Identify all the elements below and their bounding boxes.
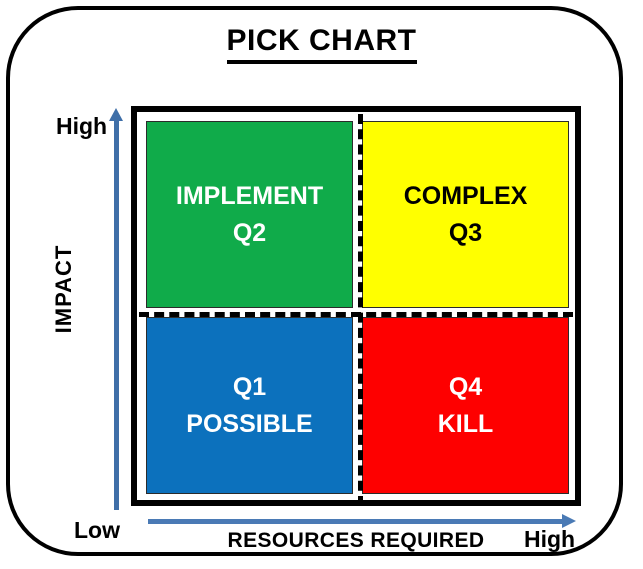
- horizontal-divider: [139, 312, 573, 317]
- quadrant-q1-line2: POSSIBLE: [186, 409, 313, 438]
- quadrant-q1-possible[interactable]: Q1 POSSIBLE: [146, 317, 353, 494]
- x-axis-title: RESOURCES REQUIRED: [227, 529, 485, 552]
- quadrant-q4-kill[interactable]: Q4 KILL: [362, 317, 569, 494]
- matrix-frame: IMPLEMENT Q2 COMPLEX Q3 Q1 POSSIBLE Q4 K…: [131, 106, 581, 506]
- y-axis-low-label: Low: [74, 517, 120, 543]
- y-axis-line: [114, 118, 119, 510]
- quadrant-q2-implement[interactable]: IMPLEMENT Q2: [146, 121, 353, 308]
- page-title-text: PICK CHART: [226, 24, 417, 64]
- x-axis-arrow-icon: [562, 514, 576, 528]
- quadrant-q2-line1: IMPLEMENT: [175, 181, 324, 210]
- quadrant-q4-line2: KILL: [437, 409, 494, 438]
- y-axis-arrow-icon: [109, 108, 123, 121]
- quadrant-q3-line2: Q3: [448, 218, 483, 247]
- x-axis-line: [148, 519, 563, 524]
- x-axis-high-label: High: [524, 526, 576, 552]
- quadrant-q2-line2: Q2: [232, 218, 267, 247]
- quadrant-q3-complex[interactable]: COMPLEX Q3: [362, 121, 569, 308]
- quadrant-q4-line1: Q4: [448, 372, 483, 401]
- y-axis-title: IMPACT: [51, 244, 76, 334]
- card-border: [6, 6, 623, 556]
- quadrant-q1-line1: Q1: [232, 372, 267, 401]
- vertical-divider: [358, 114, 363, 506]
- matrix-inner: IMPLEMENT Q2 COMPLEX Q3 Q1 POSSIBLE Q4 K…: [137, 112, 575, 506]
- y-axis-high-label: High: [56, 113, 108, 139]
- quadrant-q3-line1: COMPLEX: [403, 181, 528, 210]
- page-title: PICK CHART: [0, 24, 643, 64]
